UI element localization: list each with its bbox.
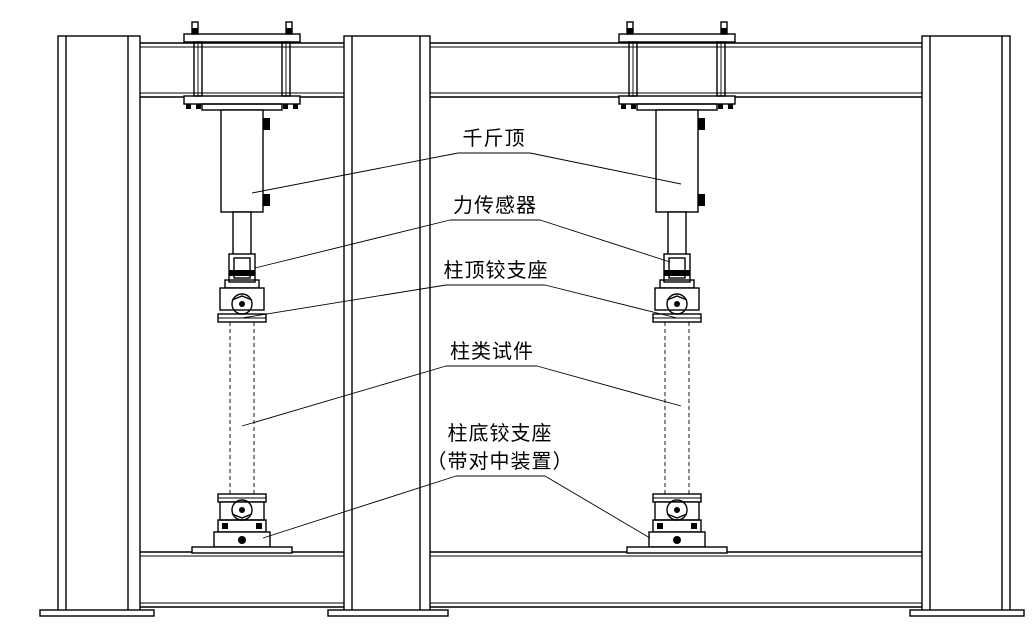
label-jack: 千斤顶: [463, 126, 526, 150]
frame-column-middle: [327, 35, 449, 617]
label-force-sensor: 力传感器: [453, 193, 537, 217]
bottom-beam: [140, 551, 922, 608]
top-beam: [140, 42, 922, 98]
label-top-hinge-support: 柱顶铰支座: [444, 258, 549, 282]
frame-column-right: [909, 35, 1025, 617]
label-centering-device: （带对中装置）: [427, 449, 574, 473]
label-bottom-hinge-support: 柱底铰支座: [448, 421, 553, 445]
frame-column-left: [39, 35, 155, 617]
leader-lines: [241, 152, 682, 539]
right-test-assembly: [618, 21, 736, 554]
label-column-specimen: 柱类试件: [450, 339, 534, 363]
left-test-assembly: [183, 21, 301, 554]
